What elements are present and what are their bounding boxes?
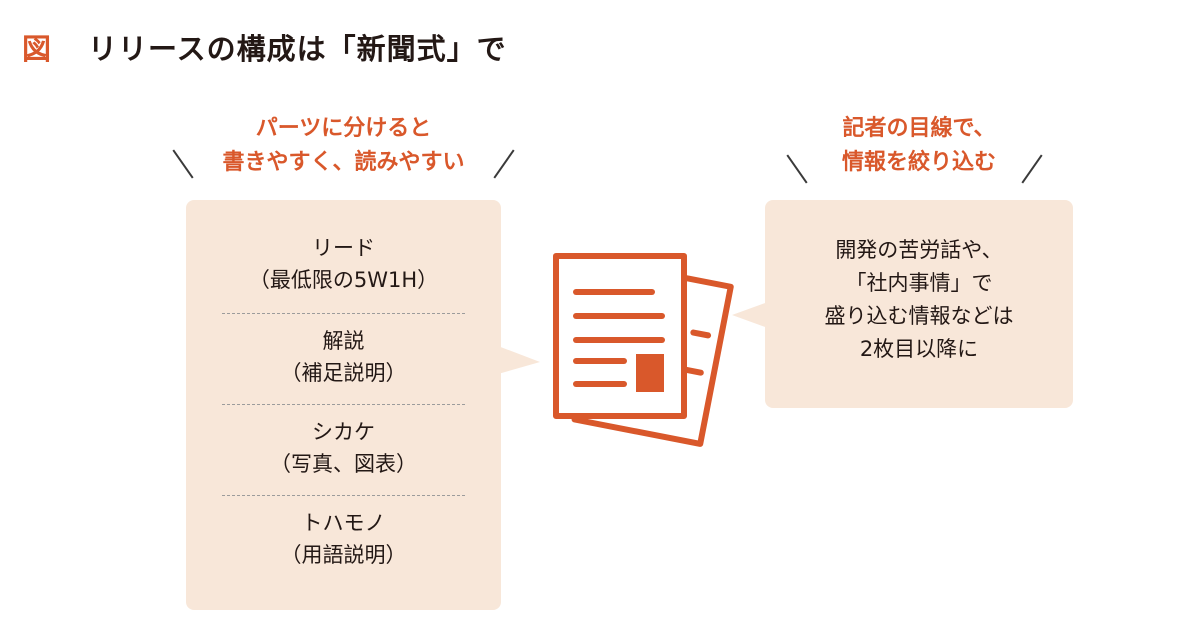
section-title: トハモノ — [301, 511, 386, 535]
figure-label: 図 — [22, 32, 53, 66]
section-commentary: 解説 （補足説明） — [186, 325, 501, 389]
right-panel-line: 「社内事情」で — [845, 271, 993, 295]
section-divider — [222, 404, 465, 405]
section-title: リード — [312, 236, 375, 260]
section-divider — [222, 313, 465, 314]
document-pages-icon — [553, 253, 734, 447]
section-subtitle: （補足説明） — [280, 361, 407, 385]
right-panel-pointer — [732, 302, 768, 328]
section-subtitle: （最低限の5W1H） — [248, 268, 439, 292]
right-panel-line: 盛り込む情報などは — [824, 304, 1014, 328]
left-panel-pointer — [498, 346, 540, 374]
section-title: シカケ — [312, 420, 375, 444]
section-divider — [222, 495, 465, 496]
section-glossary: トハモノ （用語説明） — [186, 507, 501, 571]
left-panel: リード （最低限の5W1H） 解説 （補足説明） シカケ （写真、図表） トハモ… — [186, 200, 501, 610]
right-panel-text: 開発の苦労話や、 「社内事情」で 盛り込む情報などは 2枚目以降に — [765, 234, 1073, 366]
section-title: 解説 — [322, 329, 365, 353]
right-panel-line: 2枚目以降に — [859, 337, 979, 361]
figure-heading: 図 リリースの構成は「新聞式」で — [22, 26, 507, 68]
left-callout: パーツに分けると 書きやすく、読みやすい — [186, 112, 501, 180]
left-callout-line: 書きやすく、読みやすい — [222, 150, 465, 175]
section-subtitle: （用語説明） — [280, 543, 407, 567]
right-panel: 開発の苦労話や、 「社内事情」で 盛り込む情報などは 2枚目以降に — [765, 200, 1073, 408]
section-lead: リード （最低限の5W1H） — [186, 232, 501, 296]
right-panel-line: 開発の苦労話や、 — [835, 238, 1003, 262]
right-callout-line: 記者の目線で、 — [842, 116, 996, 141]
page-title: リリースの構成は「新聞式」で — [88, 32, 507, 66]
right-callout-line: 情報を絞り込む — [841, 150, 996, 175]
section-subtitle: （写真、図表） — [270, 452, 417, 476]
section-visuals: シカケ （写真、図表） — [186, 416, 501, 480]
right-callout: 記者の目線で、 情報を絞り込む — [765, 112, 1073, 180]
left-callout-line: パーツに分けると — [255, 116, 432, 141]
